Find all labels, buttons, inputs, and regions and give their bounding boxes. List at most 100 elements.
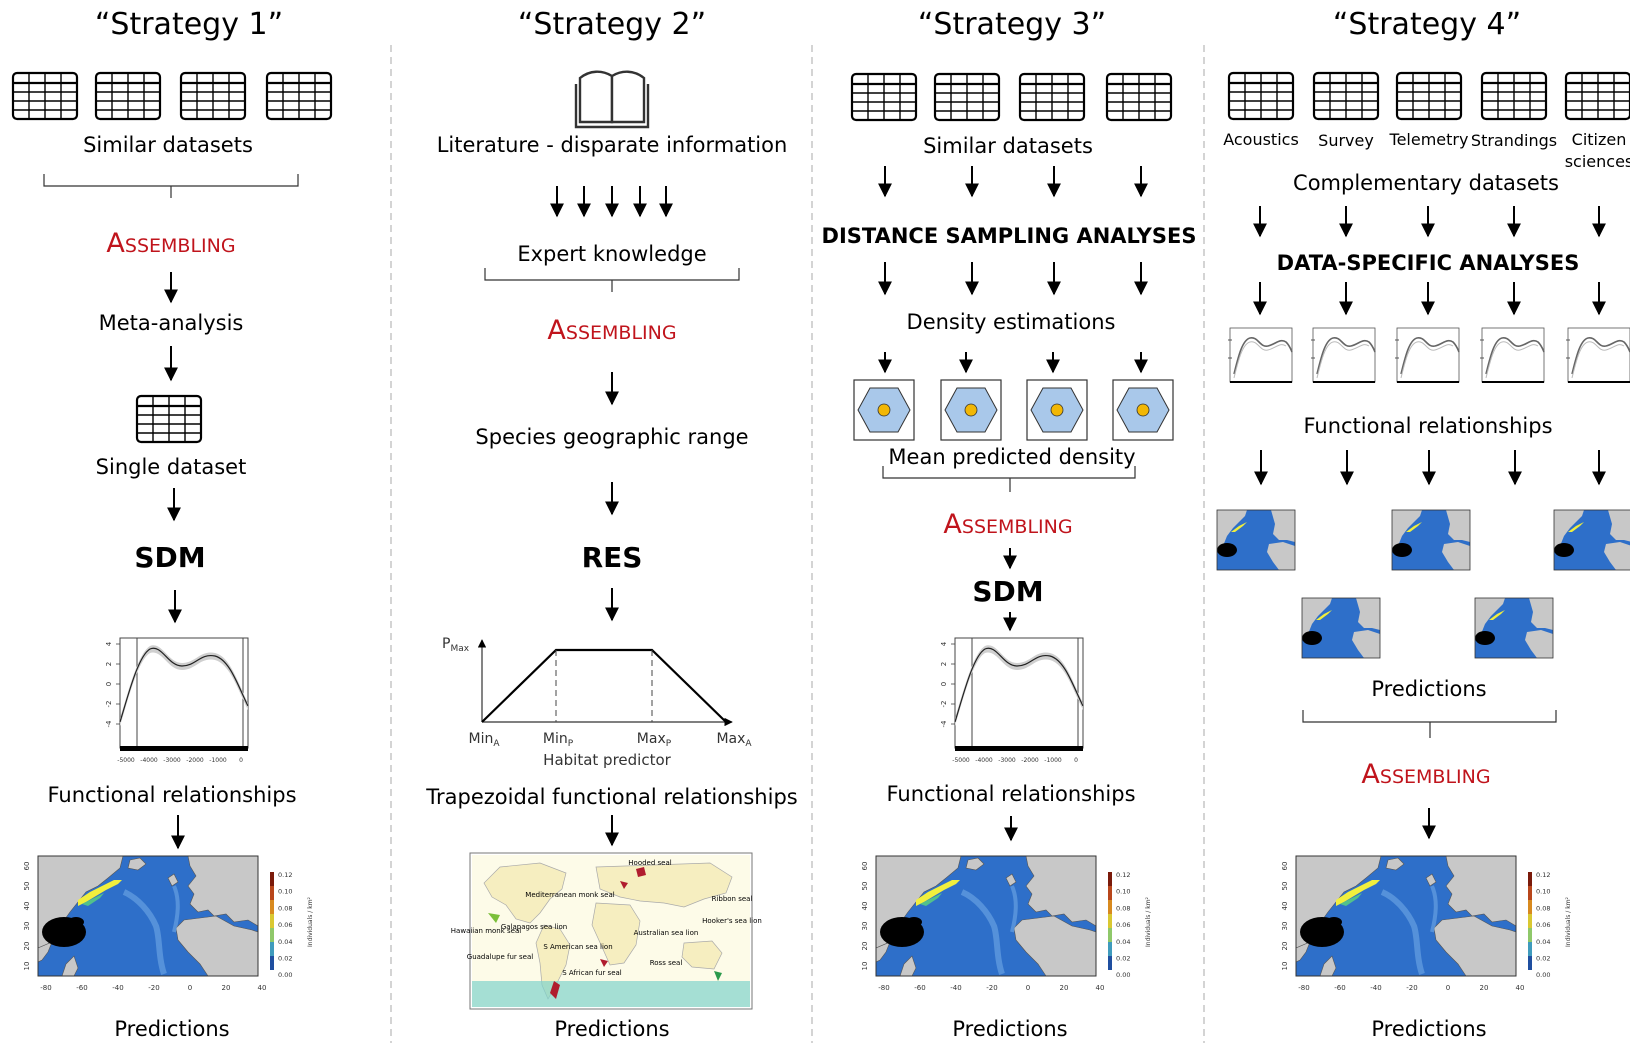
map-y-tick-label: 20: [1281, 942, 1289, 951]
x-tick-label: -1000: [209, 757, 227, 764]
curve-panel: [1479, 327, 1545, 383]
table-icon: [1312, 71, 1380, 121]
y-tick-label: 4: [105, 641, 113, 646]
map-x-tick-label: -40: [112, 984, 123, 992]
map-label: Hawaiian monk seal: [451, 927, 521, 935]
map-x-tick-label: 0: [1446, 984, 1450, 992]
x-tick-label: -4000: [975, 757, 993, 764]
legend-tick-label: 0.04: [1536, 938, 1550, 946]
y-tick-label: -4: [940, 720, 948, 728]
data-type-sciences: sciences: [1565, 152, 1630, 171]
legend-color-bar: [1108, 900, 1112, 914]
map-y-tick-label: 50: [23, 882, 31, 891]
map-x-tick-label: 40: [258, 984, 267, 992]
tick-max-a: MaxA: [716, 731, 752, 749]
x-tick-label: -1000: [1044, 757, 1062, 764]
arrows-group: [1253, 206, 1606, 238]
map-y-tick-label: 50: [861, 882, 869, 891]
assembling-label: Assembling: [547, 315, 676, 346]
map-y-tick-label: 60: [861, 862, 869, 871]
species-range-label: Species geographic range: [475, 425, 748, 449]
tick-min-a: MinA: [468, 731, 500, 749]
map-x-tick-label: 40: [1096, 984, 1105, 992]
y-tick-label: 2: [105, 662, 113, 666]
legend-tick-label: 0.00: [1116, 971, 1130, 979]
predictions-label: Predictions: [114, 1017, 229, 1041]
strategy-3-column: “Strategy 3” Similar datasets DISTANCE S…: [822, 7, 1197, 1041]
prediction-map: [1216, 509, 1296, 571]
map-x-tick-label: 20: [222, 984, 231, 992]
map-x-tick-label: -80: [878, 984, 889, 992]
table-icon: [11, 71, 79, 121]
map-label: Galapagos sea lion: [501, 923, 567, 931]
strategy-2-title: “Strategy 2”: [518, 7, 706, 42]
map-label: S African fur seal: [562, 969, 622, 977]
map-label: Ribbon seal: [712, 895, 753, 903]
legend-color-bar: [1528, 900, 1532, 914]
legend-tick-label: 0.10: [278, 888, 292, 896]
prediction-map: [1301, 597, 1381, 659]
table-icon: [1227, 71, 1295, 121]
y-tick-label: -2: [105, 701, 113, 708]
x-tick-label: -4000: [140, 757, 158, 764]
map-y-tick-label: 10: [861, 962, 869, 971]
map-y-tick-label: 10: [23, 962, 31, 971]
y-tick-label: 0: [940, 682, 948, 686]
legend-tick-label: 0.02: [278, 955, 292, 963]
density-cell: [1112, 379, 1174, 441]
x-tick-label: -5000: [117, 757, 135, 764]
legend-color-bar: [1528, 886, 1532, 900]
arrows-group: [878, 352, 1148, 374]
x-tick-label: -2000: [186, 757, 204, 764]
trapezoidal-relationships-label: Trapezoidal functional relationships: [425, 785, 797, 809]
legend-color-bar: [1108, 928, 1112, 942]
x-tick-label: -3000: [998, 757, 1016, 764]
table-icon: [850, 72, 918, 122]
data-type-acoustics: Acoustics: [1223, 130, 1299, 149]
legend-tick-label: 0.10: [1116, 888, 1130, 896]
legend-color-bar: [1528, 928, 1532, 942]
map-x-tick-label: -20: [148, 984, 159, 992]
data-type-citizen: Citizen: [1572, 130, 1627, 149]
grouping-bracket: [484, 268, 740, 292]
table-icon: [1105, 72, 1173, 122]
table-icon: [1395, 71, 1463, 121]
model-res-label: RES: [582, 541, 643, 574]
legend-tick-label: 0.04: [278, 938, 292, 946]
strategy-2-column: “Strategy 2” Literature - disparate info…: [425, 7, 797, 1041]
map-x-tick-label: -60: [914, 984, 925, 992]
y-tick-label: -2: [940, 701, 948, 708]
y-tick-label: 4: [940, 641, 948, 646]
legend-tick-label: 0.00: [1536, 971, 1550, 979]
functional-relationships-label: Functional relationships: [886, 782, 1135, 806]
world-range-map: Hooded seal Mediterranean monk seal Ribb…: [451, 852, 762, 1010]
map-label: Ross seal: [650, 959, 683, 967]
y-tick-label: 2: [940, 662, 948, 666]
table-icon: [179, 71, 247, 121]
legend-tick-label: 0.06: [1116, 921, 1130, 929]
map-x-tick-label: -40: [950, 984, 961, 992]
legend-tick-label: 0.08: [278, 904, 292, 912]
similar-datasets-label: Similar datasets: [923, 134, 1093, 158]
legend-color-bar: [1108, 886, 1112, 900]
map-x-tick-label: -20: [1406, 984, 1417, 992]
map-x-tick-label: 0: [188, 984, 192, 992]
legend-tick-label: 0.02: [1116, 955, 1130, 963]
strategy-4-column: “Strategy 4” Acoustics Survey Telemetry …: [1216, 7, 1630, 1041]
legend-tick-label: 0.00: [278, 971, 292, 979]
strategy-1-column: “Strategy 1” Similar datasets Assembling…: [11, 7, 333, 1041]
strategy-4-title: “Strategy 4”: [1333, 7, 1521, 42]
prediction-map: [1553, 509, 1630, 571]
map-x-tick-label: -60: [1334, 984, 1345, 992]
legend-color-bar: [270, 900, 274, 914]
map-x-tick-label: -20: [986, 984, 997, 992]
map-y-tick-label: 40: [861, 902, 869, 911]
single-dataset-label: Single dataset: [96, 455, 247, 479]
legend-color-bar: [270, 928, 274, 942]
table-icon: [1018, 72, 1086, 122]
prediction-map: [1474, 597, 1554, 659]
model-sdm-label: SDM: [134, 541, 205, 574]
